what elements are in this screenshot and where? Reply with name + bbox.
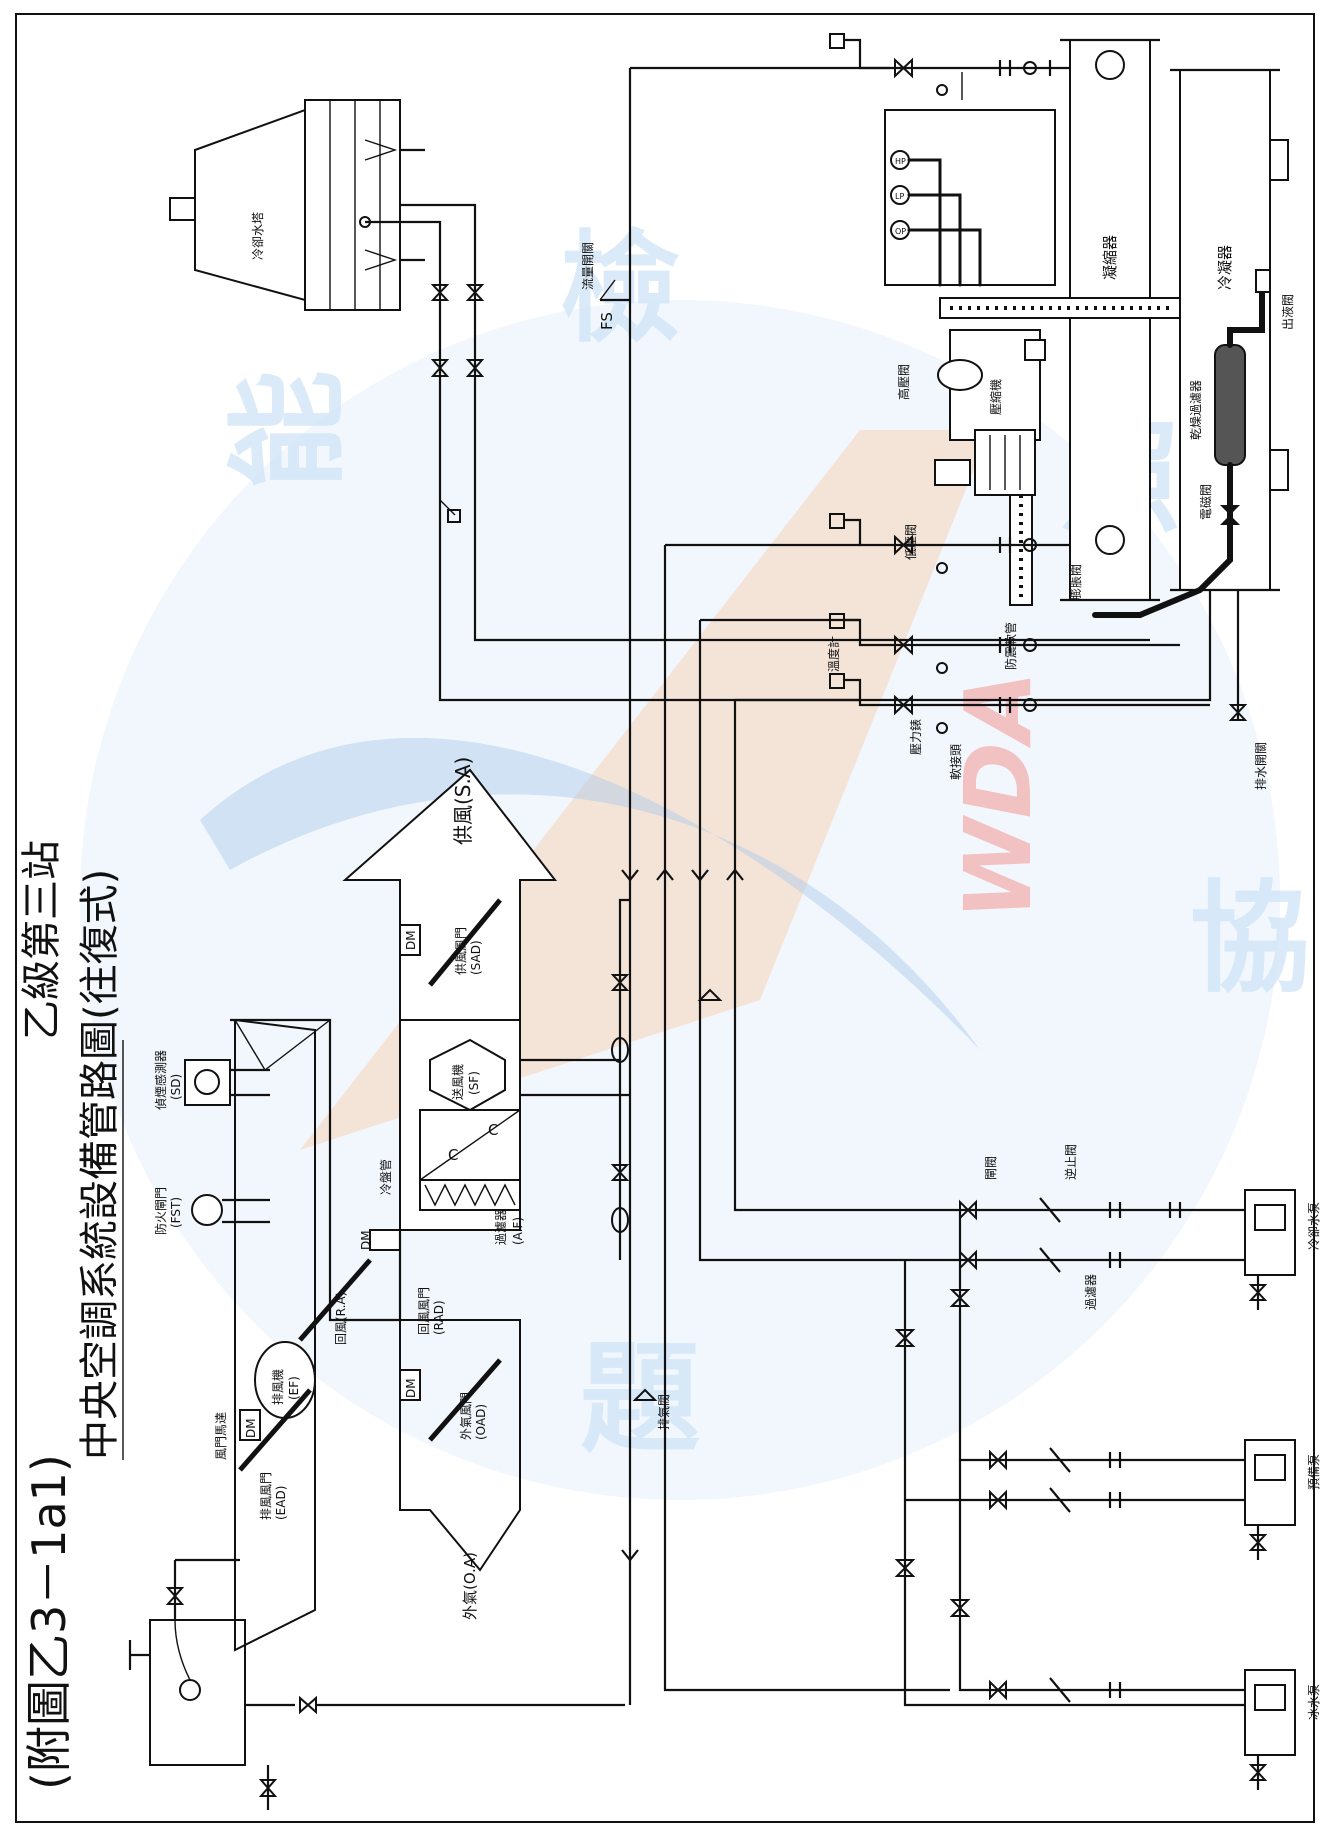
- exhaust-damper-motor: DM: [244, 1418, 258, 1438]
- pressure-gauge-label: 壓力錶: [908, 719, 923, 755]
- supply-damper-motor: DM: [404, 930, 418, 950]
- supply-air-label: 供風(S.A): [451, 757, 475, 845]
- fire-damper-code: (FST): [169, 1197, 183, 1228]
- gate-valve-label: 閘閥: [984, 1156, 998, 1180]
- dryer-filter-label: 乾燥過濾器: [1188, 380, 1203, 440]
- coil-mark-2: C: [488, 1121, 498, 1139]
- solenoid-valve-label: 電磁閥: [1198, 484, 1213, 520]
- smoke-detector: [184, 1059, 231, 1106]
- outlet-valve-label: 出液閥: [1280, 294, 1295, 330]
- supply-fan-code: (SF): [467, 1071, 481, 1095]
- title-line-1: 乙級第三站: [19, 840, 65, 1040]
- gate-valve-top-label: 軟接頭: [948, 744, 963, 780]
- evaporator-label: 冷凝器: [1216, 245, 1234, 290]
- supply-damper-label: 供風風門: [454, 927, 468, 975]
- cooling-pump-label: 冷卻水泵: [1307, 1202, 1321, 1250]
- return-air-label: 回風(R.A): [334, 1292, 348, 1345]
- air-handling-unit: 供風(S.A) DM 供風風門 (SAD) 送風機 (SF) C C 冷盤管 過…: [153, 757, 558, 1652]
- outside-air-label: 外氣(O.A): [461, 1552, 479, 1620]
- thermometer-label: 溫度計: [826, 636, 841, 672]
- exhaust-fan-code: (EF): [287, 1376, 301, 1400]
- supply-fan-label: 送風機: [450, 1064, 465, 1100]
- cooling-tower-piping: [365, 203, 1212, 702]
- standby-pump: [1244, 1439, 1296, 1526]
- coil-label: 冷盤管: [378, 1159, 393, 1195]
- coil-piping: [500, 898, 630, 1260]
- drawing-frame: [15, 13, 1315, 1823]
- gauge-lp-label: LP: [895, 192, 904, 201]
- expansion-tank: [128, 1558, 625, 1810]
- damper-motor-label: 風門馬達: [214, 1412, 228, 1460]
- exhaust-damper-label: 排風風門: [259, 1472, 273, 1520]
- chilled-water-pump: [1244, 1669, 1296, 1756]
- exhaust-fan-label: 排風機: [270, 1369, 285, 1405]
- return-damper-label: 回風風門: [417, 1287, 431, 1335]
- title-line-2: 中央空調系統設備管路圖(往復式): [77, 869, 123, 1460]
- flow-switch-code: FS: [598, 312, 616, 330]
- compressor-label: 壓縮機: [988, 379, 1003, 415]
- chiller: 凝縮器 冷凝器 HP LP OP 壓縮機 高壓閥 低壓閥 防震軟管 乾燥過濾器: [884, 38, 1295, 670]
- watermark-char-5: 協: [1190, 870, 1310, 1009]
- expansion-valve-label: 膨脹閥: [1069, 564, 1083, 600]
- high-pressure-valve: [937, 359, 983, 391]
- cooling-tower-label: 冷卻水塔: [251, 212, 265, 260]
- standby-pump-label: 預備泵: [1306, 1454, 1321, 1490]
- watermark-char-1: 能: [220, 370, 359, 490]
- outside-damper-motor: DM: [404, 1378, 418, 1398]
- condenser-label: 凝縮器: [1101, 235, 1119, 280]
- title-block: (附圖乙3－1a1): [22, 1454, 76, 1790]
- gauge-op-label: OP: [895, 227, 906, 236]
- supply-damper-code: (SAD): [469, 940, 483, 975]
- pump-branches: 冷卻水泵 閘閥 逆止閥 過濾器 預備泵 冰水泵: [894, 1144, 1321, 1790]
- cooling-water-pump: [1244, 1189, 1296, 1276]
- fire-damper-label: 防火閘門: [153, 1187, 168, 1235]
- watermark-char-2: 檢: [560, 220, 680, 359]
- filter-code: (A.F): [511, 1217, 525, 1245]
- exhaust-damper-code: (EAD): [274, 1486, 288, 1520]
- return-damper-code: (RAD): [432, 1300, 446, 1335]
- supply-fan: [429, 1038, 506, 1112]
- smoke-detector-label: 偵煙感測器: [153, 1050, 168, 1110]
- smoke-detector-code: (SD): [169, 1074, 183, 1100]
- flow-switch-label: 流量開關: [581, 242, 595, 290]
- figure-number: (附圖乙3－1a1): [22, 1454, 76, 1790]
- outside-damper-label: 外氣風門: [459, 1392, 473, 1440]
- high-pressure-valve-label: 高壓閥: [896, 364, 911, 400]
- cooling-tower: 冷卻水塔: [169, 99, 425, 311]
- chiller-water-connections: 溫度計 壓力錶 軟接頭 排水開關 FS 流量開關: [581, 33, 1268, 790]
- main-risers: 排氣閥: [621, 68, 950, 1705]
- drain-valve-label: 排水開關: [1254, 742, 1268, 790]
- watermark-logo: WDA: [945, 671, 1052, 920]
- coil-mark-1: C: [448, 1146, 458, 1164]
- dryer-filter: [1214, 344, 1246, 466]
- outside-damper-code: (OAD): [474, 1404, 488, 1440]
- fire-damper: [191, 1194, 223, 1226]
- strainer-label: 過濾器: [1083, 1274, 1098, 1310]
- exhaust-fan: [254, 1341, 316, 1419]
- check-valve-label: 逆止閥: [1063, 1144, 1078, 1180]
- title-lines: 乙級第三站 中央空調系統設備管路圖(往復式): [19, 840, 124, 1460]
- control-panel: [884, 109, 1056, 286]
- gauge-hp-label: HP: [895, 157, 906, 166]
- chilled-pump-label: 冰水泵: [1307, 1684, 1321, 1720]
- condenser-shell: [1069, 39, 1151, 601]
- ahu-damper-motor: DM: [359, 1230, 373, 1250]
- filter-label: 過濾器: [493, 1209, 508, 1245]
- exhaust-valve-label: 排氣閥: [657, 1394, 671, 1430]
